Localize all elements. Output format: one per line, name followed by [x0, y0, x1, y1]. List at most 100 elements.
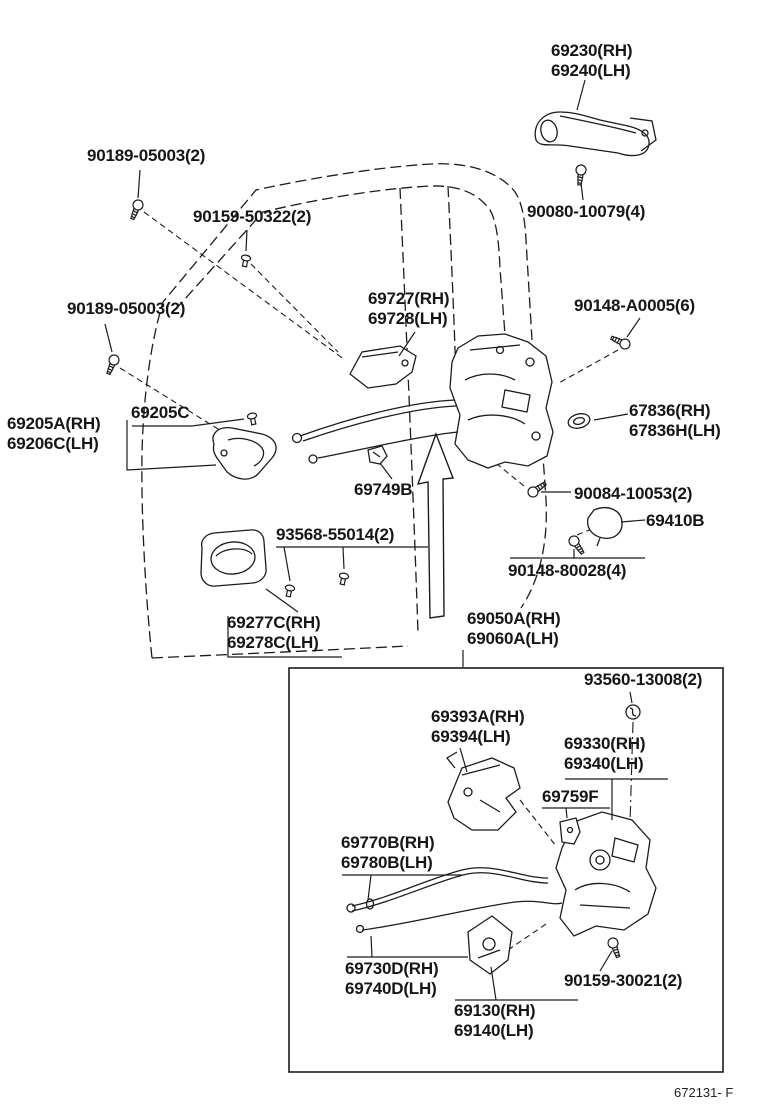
part-number: 90148-80028(4) — [508, 561, 627, 580]
part-number: 69749B — [354, 480, 413, 499]
part-number: 69780B(LH) — [341, 853, 433, 872]
screw-90080-10079-icon — [573, 163, 588, 187]
part-label-69410b: 69410B — [646, 511, 705, 531]
part-label-69050a-69060a: 69050A(RH) 69060A(LH) — [467, 609, 561, 649]
outside-door-handle-69230 — [534, 111, 657, 157]
part-label-69393a-69394: 69393A(RH) 69394(LH) — [431, 707, 525, 747]
part-number: 69728(LH) — [368, 309, 448, 328]
part-number: 69340(LH) — [564, 754, 644, 773]
leader-lines — [104, 79, 668, 1001]
leader — [565, 778, 668, 820]
leader — [276, 546, 428, 582]
leader — [599, 950, 613, 972]
part-number: 67836(RH) — [629, 401, 711, 420]
part-number: 69330(RH) — [564, 734, 646, 753]
leader-dashed — [576, 526, 598, 536]
lock-actuator-69130 — [467, 915, 513, 975]
screw-90189-05003-icon — [103, 352, 122, 377]
part-number: 69730D(RH) — [345, 959, 439, 978]
leader-dashed — [143, 211, 346, 361]
door-channel-line — [399, 187, 419, 633]
clip-93568-icon — [283, 583, 296, 599]
leader-dashed — [496, 463, 525, 487]
screw-90189-05003-icon — [127, 197, 146, 222]
leader — [342, 874, 462, 901]
leader — [132, 418, 245, 427]
part-number: 93568-55014(2) — [276, 525, 395, 544]
part-number: 69278C(LH) — [227, 633, 319, 652]
door-edge-bottom — [151, 645, 409, 659]
part-label-69749b: 69749B — [354, 480, 413, 500]
leader — [245, 229, 248, 252]
part-number: 69230(RH) — [551, 41, 633, 60]
part-label-93568-55014: 93568-55014(2) — [276, 525, 394, 545]
door-lock-assembly-main — [449, 333, 554, 469]
part-number: 69205A(RH) — [7, 414, 101, 433]
leader — [576, 79, 586, 111]
leader — [126, 420, 217, 471]
part-number: 69240(LH) — [551, 61, 631, 80]
part-number: 69727(RH) — [368, 289, 450, 308]
lock-frame-69727 — [349, 345, 417, 389]
location-arrow — [416, 431, 454, 619]
dashed-leader-lines — [119, 211, 619, 951]
part-number: 69140(LH) — [454, 1021, 534, 1040]
part-number: 69050A(RH) — [467, 609, 561, 628]
part-number: 90084-10053(2) — [574, 484, 693, 503]
clip-69749b — [367, 445, 388, 465]
part-label-90189-05003-top: 90189-05003(2) — [87, 146, 205, 166]
leader — [542, 807, 610, 819]
part-number: 90189-05003(2) — [87, 146, 206, 165]
leader — [379, 462, 393, 480]
leader — [227, 588, 342, 658]
leader — [347, 935, 468, 958]
grommet-67836 — [567, 413, 591, 429]
part-number: 90080-10079(4) — [527, 202, 646, 221]
part-number: 69130(RH) — [454, 1001, 536, 1020]
part-label-90084-10053: 90084-10053(2) — [574, 484, 692, 504]
part-number: 90159-50322(2) — [193, 207, 312, 226]
door-edge-left-top — [141, 163, 533, 659]
release-cable-69770b — [346, 867, 549, 913]
screw-90148-80028-icon — [566, 533, 588, 557]
part-number: 90159-30021(2) — [564, 971, 683, 990]
cover-69410b — [586, 507, 623, 547]
leader — [626, 317, 641, 338]
part-number: 90189-05003(2) — [67, 299, 186, 318]
part-number: 69393A(RH) — [431, 707, 525, 726]
part-label-69277c-69278c: 69277C(RH) 69278C(LH) — [227, 613, 321, 653]
leader — [137, 169, 141, 199]
leader — [398, 331, 416, 357]
leader-dashed — [507, 923, 547, 951]
part-label-69330-69340: 69330(RH) 69340(LH) — [564, 734, 646, 774]
part-label-69770b-69780b: 69770B(RH) 69780B(LH) — [341, 833, 435, 873]
leader — [629, 691, 633, 704]
part-number: 69410B — [646, 511, 705, 530]
part-69759f — [559, 817, 581, 845]
part-label-69759f: 69759F — [542, 787, 599, 807]
drawing-number: 672131- F — [674, 1085, 734, 1100]
part-label-90080-10079: 90080-10079(4) — [527, 202, 645, 222]
lock-control-cables-main — [291, 399, 459, 464]
part-number: 69759F — [542, 787, 599, 806]
part-label-67836-67836h: 67836(RH) 67836H(LH) — [629, 401, 721, 441]
open-lever-69393a — [446, 751, 521, 831]
leader — [580, 182, 584, 201]
handle-bezel-69277c — [200, 529, 267, 587]
part-number: 69277C(RH) — [227, 613, 321, 632]
part-label-90148-80028: 90148-80028(4) — [508, 561, 626, 581]
leader — [620, 519, 646, 523]
locking-cable-69730d — [355, 900, 563, 934]
detail-box — [288, 667, 724, 1073]
parts — [103, 111, 724, 1073]
leader — [459, 747, 468, 773]
part-label-90159-30021: 90159-30021(2) — [564, 971, 682, 991]
leader — [455, 966, 578, 1001]
part-label-90148-a0005: 90148-A0005(6) — [574, 296, 695, 316]
part-number: 69205C — [131, 403, 190, 422]
part-number: 69206C(LH) — [7, 434, 99, 453]
part-label-69205a-69206c: 69205A(RH) 69206C(LH) — [7, 414, 101, 454]
leader-dashed — [119, 367, 227, 435]
